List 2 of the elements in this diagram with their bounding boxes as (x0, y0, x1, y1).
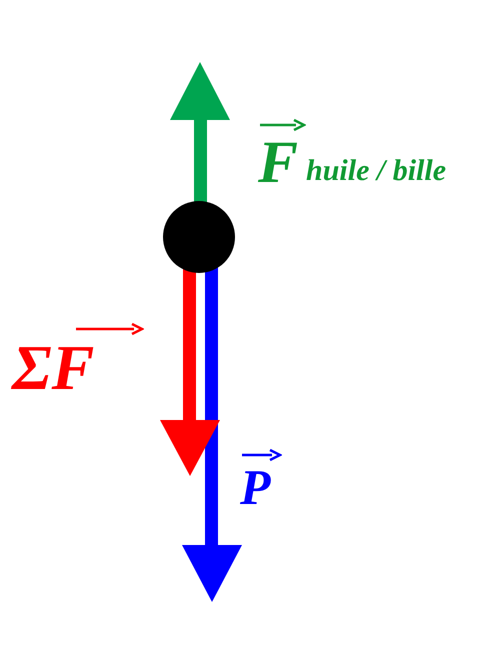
force-label: ΣF (12, 332, 94, 403)
force-label: P (240, 459, 271, 515)
